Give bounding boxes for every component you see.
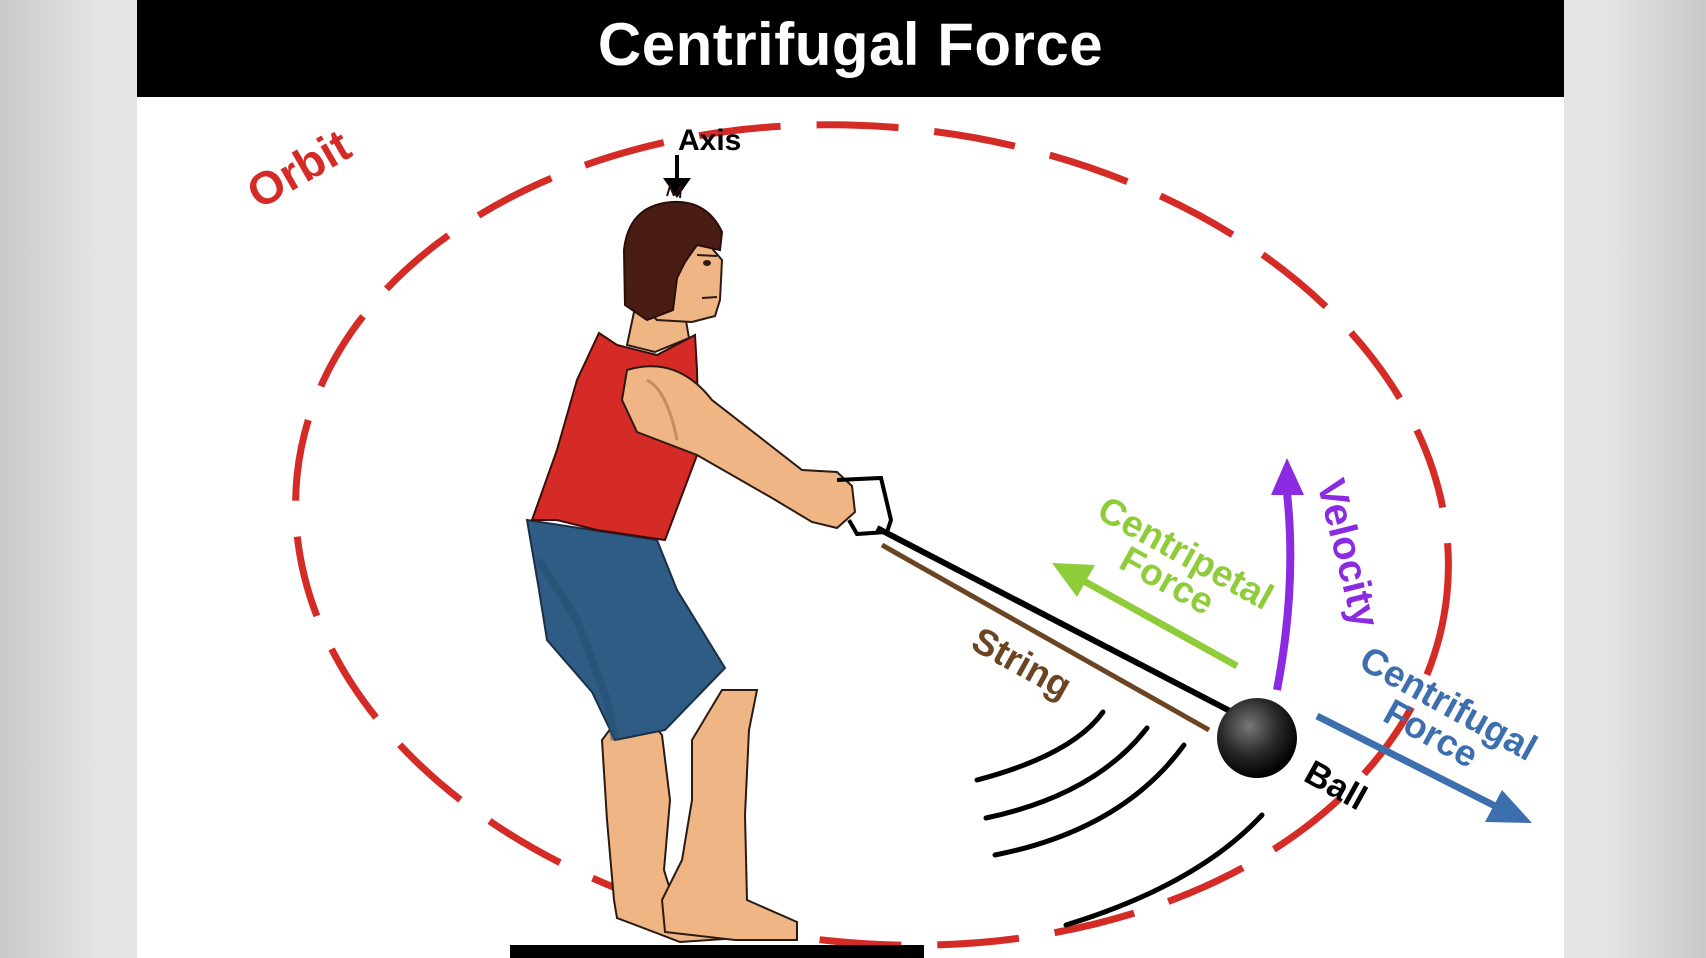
motion-lines xyxy=(974,709,1265,928)
hammer-handle xyxy=(836,475,894,537)
string-indicator xyxy=(880,542,1211,733)
ball xyxy=(1217,698,1297,778)
velocity-label: Velocity xyxy=(1308,475,1387,633)
axis-label: Axis xyxy=(678,124,741,157)
slide-title: Centrifugal Force xyxy=(597,11,1104,78)
axis-arrow xyxy=(663,155,691,198)
ball-label: Ball xyxy=(1298,753,1373,818)
string-label: String xyxy=(965,619,1078,707)
person-figure xyxy=(525,182,894,944)
ground-platform xyxy=(510,945,924,958)
orbit-ellipse xyxy=(292,121,1452,949)
centrifugal-arrow xyxy=(1315,712,1532,823)
orbit-label: Orbit xyxy=(238,119,359,219)
arm xyxy=(620,365,857,530)
title-bar: Centrifugal Force xyxy=(137,0,1564,97)
centrifugal-force-diagram: Axis Orbit xyxy=(238,119,1544,958)
shorts xyxy=(525,518,727,742)
front-leg xyxy=(660,689,798,941)
string-line xyxy=(875,525,1259,728)
centripetal-arrow xyxy=(1052,563,1239,670)
hair xyxy=(622,200,724,322)
slide: Centrifugal Force Axis Orbit xyxy=(137,0,1564,958)
velocity-arrow xyxy=(1271,458,1304,691)
eye xyxy=(703,260,711,266)
